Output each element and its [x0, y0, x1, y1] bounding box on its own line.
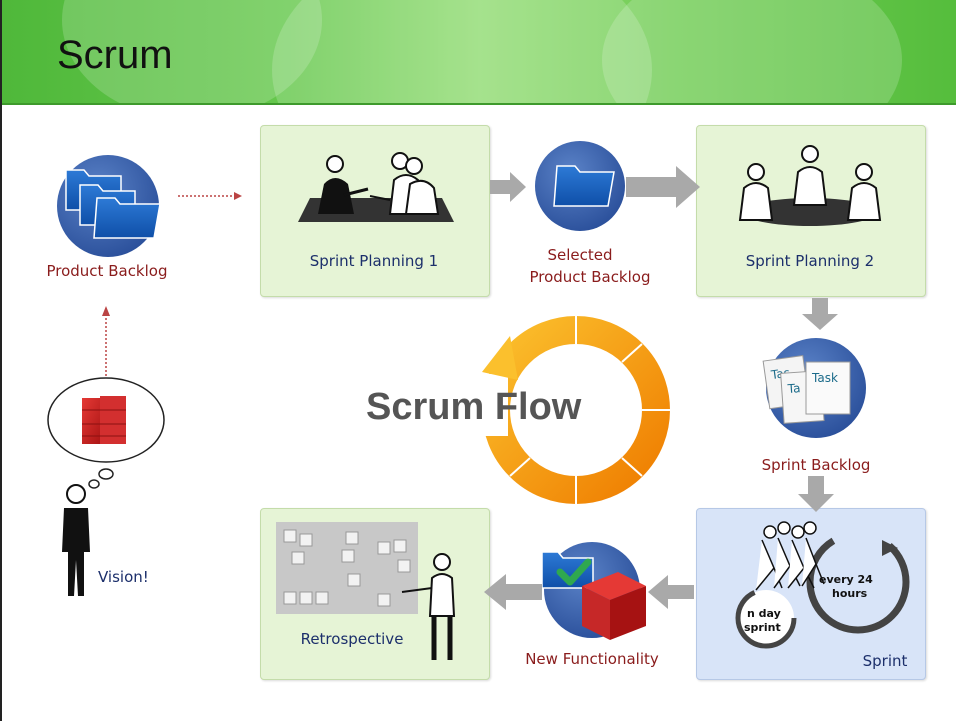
dotted-arrow-to-planning	[178, 192, 242, 200]
sprint-planning-1-label: Sprint Planning 1	[309, 252, 439, 270]
arrow-to-sprint	[798, 476, 834, 512]
header-bubble	[602, 0, 902, 103]
cycle-every-text: every 24	[819, 573, 873, 586]
vision-label: Vision!	[98, 568, 149, 586]
new-functionality-label: New Functionality	[525, 650, 659, 668]
new-functionality-icon	[541, 542, 646, 640]
task-card-label: Task	[811, 371, 838, 385]
selected-backlog-label-line1: Selected	[547, 246, 613, 264]
selected-backlog-label-line2: Product Backlog	[529, 268, 651, 286]
task-card-label: Ta	[786, 381, 801, 396]
selected-backlog-icon	[535, 141, 625, 231]
sprint-backlog-label: Sprint Backlog	[761, 456, 871, 474]
arrow-to-sprint-planning-2	[626, 166, 700, 208]
cycle-hours-text: hours	[832, 587, 868, 600]
sprint-planning-1-icon	[298, 152, 454, 222]
slide-header: Scrum	[2, 0, 956, 103]
sprint-label: Sprint	[862, 652, 908, 670]
retrospective-label: Retrospective	[300, 630, 404, 648]
arrow-to-retrospective	[484, 574, 542, 610]
header-divider	[2, 103, 956, 105]
arrow-to-selected-backlog	[490, 172, 526, 202]
retrospective-board-icon	[276, 522, 456, 660]
cycle-n-day-text: n day	[747, 607, 781, 620]
scrum-flow-ring	[468, 316, 670, 504]
vision-thought-bubble	[47, 377, 165, 489]
cycle-sprint-text: sprint	[744, 621, 781, 634]
sprint-cycle-icon: every 24 hours n day sprint	[735, 521, 910, 649]
scrum-flow-title: Scrum Flow	[366, 386, 582, 428]
vision-person-icon	[62, 484, 90, 596]
product-backlog-label: Product Backlog	[46, 262, 168, 280]
arrow-to-new-functionality	[648, 575, 694, 609]
dotted-arrow-to-backlog	[102, 306, 110, 380]
slide-title: Scrum	[57, 33, 173, 77]
sprint-planning-2-icon	[738, 145, 882, 226]
product-backlog-icon	[57, 155, 161, 257]
sprint-planning-2-label: Sprint Planning 2	[745, 252, 875, 270]
sprint-backlog-icon: Tas Ta Task	[762, 338, 866, 438]
arrow-to-sprint-backlog	[802, 298, 838, 330]
header-bubble	[62, 0, 322, 103]
header-bubble	[272, 0, 652, 103]
